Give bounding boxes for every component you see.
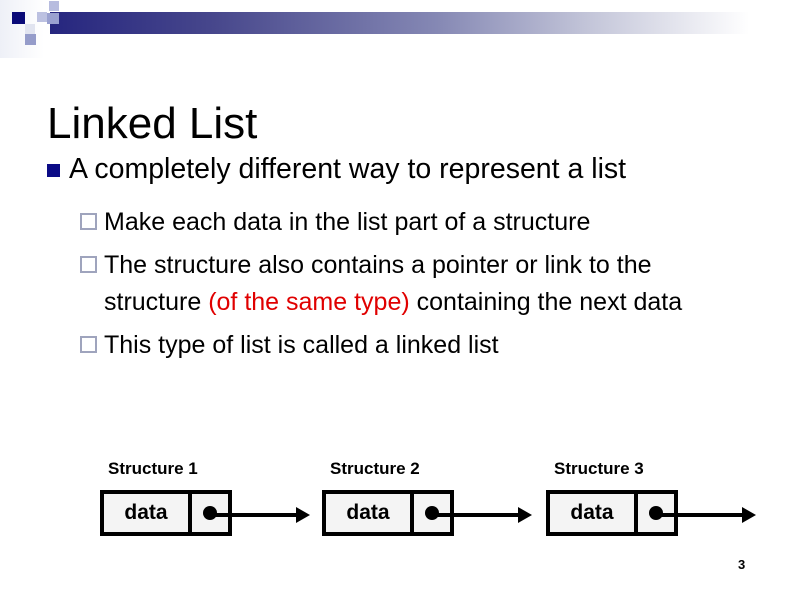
structure-label: Structure 3 xyxy=(554,459,644,478)
page-number: 3 xyxy=(738,557,746,572)
arrow-line-icon xyxy=(654,513,742,517)
bullet-item-level2: Make each data in the list part of a str… xyxy=(80,204,757,241)
bullet-text: Make each data in the list part of a str… xyxy=(104,208,591,236)
slide-title: Linked List xyxy=(47,99,258,149)
hollow-square-bullet-icon xyxy=(80,213,97,230)
deco-square-icon xyxy=(25,34,36,45)
structure-box: data xyxy=(546,490,756,536)
left-fade-decoration xyxy=(0,0,44,58)
filled-square-bullet-icon xyxy=(47,164,60,177)
hollow-square-bullet-icon xyxy=(80,336,97,353)
structure-node-3: Structure 3 data xyxy=(546,459,756,536)
arrow-line-icon xyxy=(208,513,296,517)
data-cell: data xyxy=(104,494,192,532)
deco-square-icon xyxy=(37,12,47,22)
arrow-head-icon xyxy=(742,507,756,523)
data-cell: data xyxy=(326,494,414,532)
arrow-head-icon xyxy=(518,507,532,523)
structure-node-1: Structure 1 data xyxy=(100,459,310,536)
structure-label: Structure 2 xyxy=(330,459,420,478)
structure-box: data xyxy=(100,490,310,536)
structure-label: Structure 1 xyxy=(108,459,198,478)
hollow-square-bullet-icon xyxy=(80,256,97,273)
arrow-head-icon xyxy=(296,507,310,523)
bullet-text-segment: The structure also contains a pointer or… xyxy=(104,251,652,316)
deco-square-icon xyxy=(12,12,25,24)
bullet-text: A completely different way to represent … xyxy=(69,153,627,185)
gradient-banner-decoration xyxy=(50,12,794,34)
deco-square-icon xyxy=(49,1,59,11)
structure-box: data xyxy=(322,490,532,536)
highlighted-text: (of the same type) xyxy=(208,288,410,316)
bullet-item-level1: A completely different way to represent … xyxy=(47,150,757,188)
sub-bullet-list: Make each data in the list part of a str… xyxy=(80,204,757,364)
structure-node-2: Structure 2 data xyxy=(322,459,532,536)
bullet-text-segment: containing the next data xyxy=(409,288,683,316)
bullet-item-level2: The structure also contains a pointer or… xyxy=(80,247,757,321)
bullet-item-level2: This type of list is called a linked lis… xyxy=(80,327,757,364)
bullet-text: The structure also contains a pointer or… xyxy=(104,247,749,321)
deco-square-icon xyxy=(47,13,59,24)
arrow-line-icon xyxy=(430,513,518,517)
bullet-text: This type of list is called a linked lis… xyxy=(104,331,499,359)
data-cell: data xyxy=(550,494,638,532)
deco-square-icon xyxy=(25,24,35,34)
slide-body: A completely different way to represent … xyxy=(47,150,757,364)
